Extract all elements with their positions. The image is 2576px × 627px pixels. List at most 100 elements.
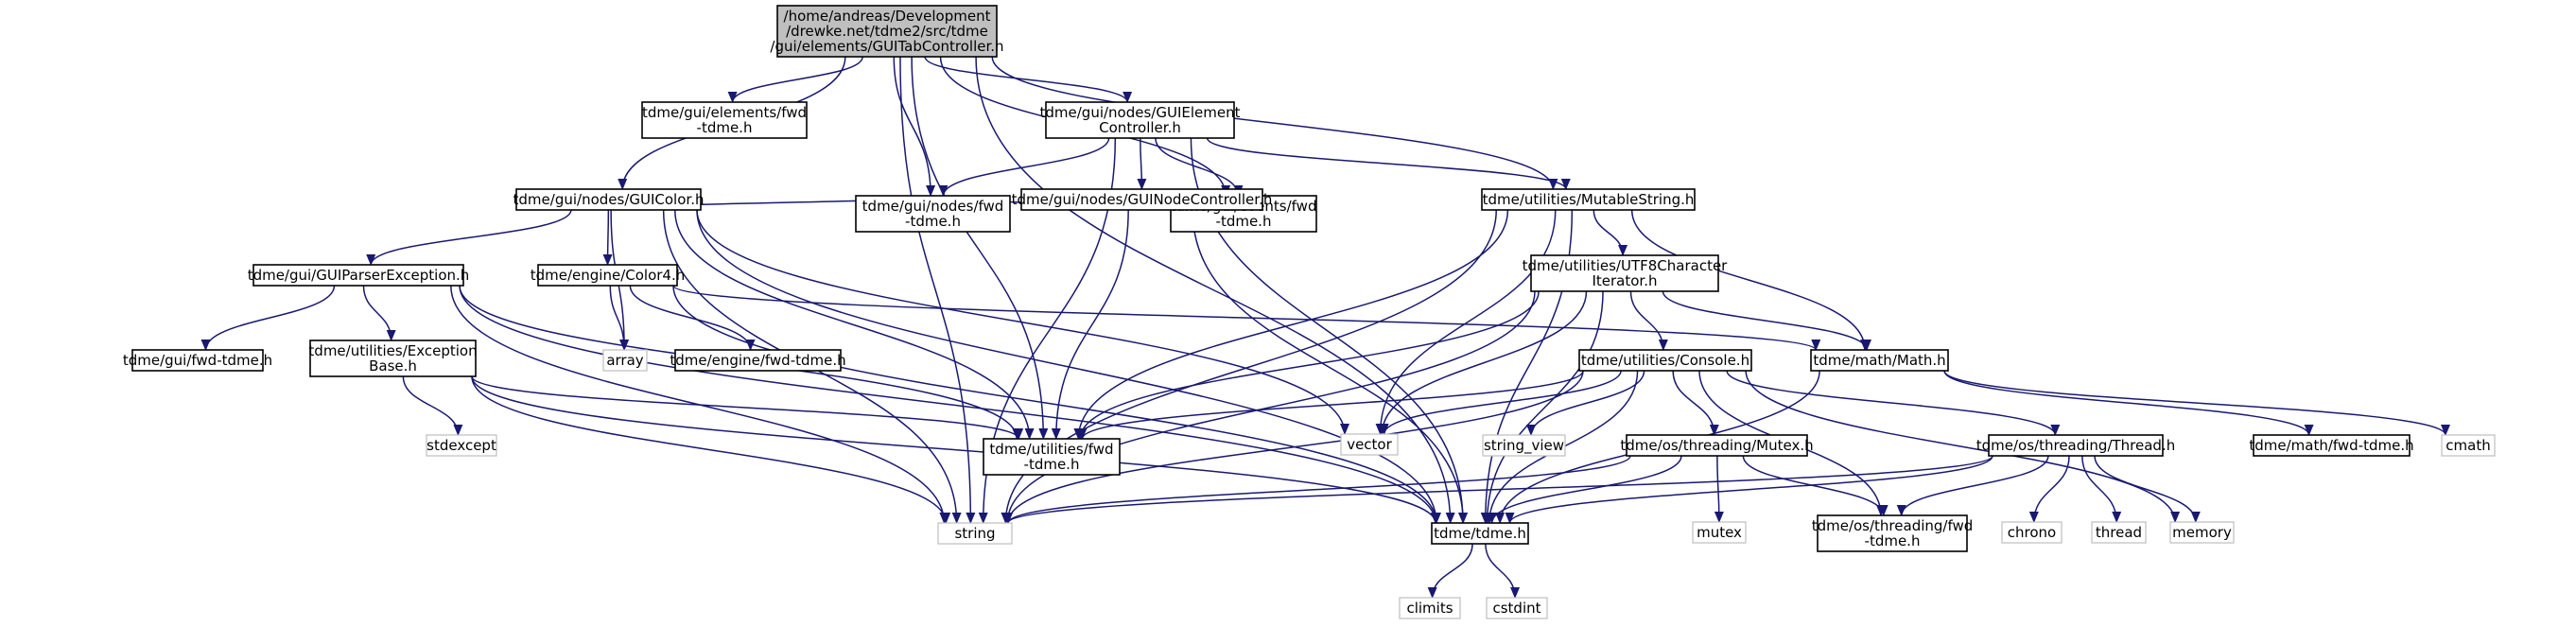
node-gui_nodes_fwd[interactable]: tdme/gui/nodes/fwd-tdme.h xyxy=(855,195,1011,233)
node-label: tdme/os/threading/Mutex.h xyxy=(1620,437,1813,454)
node-label: tdme/gui/elements/fwd xyxy=(642,104,807,121)
node-label: string xyxy=(954,525,995,542)
node-mutex_h[interactable]: tdme/os/threading/Mutex.h xyxy=(1620,434,1814,457)
node-box xyxy=(983,438,1121,476)
edge-color4-to-engine_fwd xyxy=(629,285,756,351)
edge-gui_element_ctrl-to-gui_node_ctrl xyxy=(1137,137,1147,190)
edge-exception_base-to-utilities_fwd xyxy=(471,375,1023,440)
node-box xyxy=(674,349,842,372)
node-label: cmath xyxy=(2445,437,2490,454)
edge-mutable_string-to-utilities_fwd xyxy=(1073,209,1509,440)
node-tdme_h[interactable]: tdme/tdme.h xyxy=(1431,522,1529,545)
node-gui_node_ctrl[interactable]: tdme/gui/nodes/GUINodeController.h xyxy=(1012,188,1273,211)
node-label: tdme/gui/fwd-tdme.h xyxy=(123,352,272,369)
node-chrono: chrono xyxy=(2001,521,2063,544)
node-label: tdme/engine/fwd-tdme.h xyxy=(670,352,845,369)
node-label: chrono xyxy=(2008,524,2056,541)
edge-gui_node_ctrl-to-utilities_fwd xyxy=(1051,209,1129,440)
node-label: -tdme.h xyxy=(905,213,961,230)
node-thread: thread xyxy=(2091,521,2147,544)
node-threading_fwd[interactable]: tdme/os/threading/fwd-tdme.h xyxy=(1812,514,1974,552)
node-box xyxy=(855,195,1011,233)
node-box xyxy=(1045,101,1235,139)
node-color4[interactable]: tdme/engine/Color4.h xyxy=(531,264,686,287)
edge-utf8-to-vector xyxy=(1377,290,1588,435)
node-box xyxy=(1482,434,1566,457)
edge-color4-to-array xyxy=(609,285,630,351)
node-root[interactable]: /home/andreas/Development/drewke.net/tdm… xyxy=(770,5,1004,58)
node-label: memory xyxy=(2172,524,2232,541)
edge-mutable_string-to-utf8 xyxy=(1593,209,1628,256)
edge-root-to-tdme_h xyxy=(975,56,1455,524)
edge-gui_color-to-color4 xyxy=(602,209,613,266)
edge-root-to-gui_elements_fwd xyxy=(727,56,863,103)
node-label: vector xyxy=(1347,436,1392,453)
edge-thread_h-to-tdme_h xyxy=(1505,455,1993,524)
node-label: tdme/math/fwd-tdme.h xyxy=(2249,437,2413,454)
edge-exception_base-to-tdme_h xyxy=(471,375,1440,524)
node-box xyxy=(641,101,808,139)
node-gui_elements_fwd[interactable]: tdme/gui/elements/fwd-tdme.h xyxy=(641,101,808,139)
node-label: -tdme.h xyxy=(1024,456,1080,473)
node-label: Base.h xyxy=(369,357,417,374)
node-utilities_fwd[interactable]: tdme/utilities/fwd-tdme.h xyxy=(983,438,1121,476)
node-box xyxy=(1817,514,1968,552)
edges xyxy=(200,56,2450,599)
node-label: /gui/elements/GUITabController.h xyxy=(770,38,1003,55)
edge-gui_color-to-vector xyxy=(696,209,1349,435)
node-string: string xyxy=(937,522,1013,545)
node-console[interactable]: tdme/utilities/Console.h xyxy=(1578,349,1752,372)
edge-tdme_h-to-climits xyxy=(1427,543,1473,599)
edge-thread_h-to-thread xyxy=(2081,455,2122,523)
node-box xyxy=(2001,521,2063,544)
node-gui_parser_exc[interactable]: tdme/gui/GUIParserException.h xyxy=(248,264,470,287)
node-box xyxy=(515,188,702,211)
edge-math_h-to-cmath xyxy=(1943,370,2450,436)
edge-root-to-gui_element_ctrl xyxy=(924,56,1133,103)
node-mutex: mutex xyxy=(1692,521,1747,544)
node-label: -tdme.h xyxy=(1865,532,1921,549)
node-gui_color[interactable]: tdme/gui/nodes/GUIColor.h xyxy=(513,188,705,211)
edge-utf8-to-utilities_fwd xyxy=(1075,290,1540,440)
edge-math_h-to-math_fwd xyxy=(1943,370,2314,436)
edge-mutable_string-to-math_h xyxy=(1630,209,1871,351)
node-box xyxy=(2169,521,2235,544)
node-label: tdme/utilities/Exception xyxy=(308,342,477,359)
node-stdexcept: stdexcept xyxy=(426,434,497,457)
edge-gui_color-to-gui_parser_exc xyxy=(366,209,572,266)
node-box xyxy=(1020,188,1263,211)
node-box xyxy=(537,264,678,287)
node-box xyxy=(1988,434,2164,457)
edge-gui_parser_exc-to-tdme_h xyxy=(459,285,1440,524)
node-box xyxy=(1486,597,1548,619)
node-label: tdme/os/threading/Thread.h xyxy=(1976,437,2175,454)
edge-thread_h-to-chrono xyxy=(2028,455,2070,523)
node-box xyxy=(309,340,477,377)
node-label: thread xyxy=(2096,524,2142,541)
node-math_h[interactable]: tdme/math/Math.h xyxy=(1810,349,1949,372)
node-gui_fwd[interactable]: tdme/gui/fwd-tdme.h xyxy=(123,349,272,372)
node-label: /home/andreas/Development xyxy=(784,8,991,25)
node-math_fwd[interactable]: tdme/math/fwd-tdme.h xyxy=(2249,434,2414,457)
edge-console-to-utilities_fwd xyxy=(1077,370,1584,440)
edge-gui_color-to-utilities_fwd xyxy=(674,209,1035,440)
edge-thread_h-to-string xyxy=(1003,455,1993,524)
node-thread_h[interactable]: tdme/os/threading/Thread.h xyxy=(1976,434,2175,457)
edge-tdme_h-to-cstdint xyxy=(1485,543,1521,599)
edge-console-to-vector xyxy=(1379,370,1622,435)
edge-color4-to-math_h xyxy=(672,285,1820,351)
node-engine_fwd[interactable]: tdme/engine/fwd-tdme.h xyxy=(670,349,846,372)
edge-root-to-utilities_fwd xyxy=(911,56,1049,440)
edge-thread_h-to-threading_fwd xyxy=(1896,455,2049,516)
edge-gui_node_ctrl-to-tdme_h xyxy=(1192,209,1469,524)
edge-exception_base-to-string xyxy=(471,375,951,524)
node-label: tdme/utilities/Console.h xyxy=(1581,352,1749,369)
node-box xyxy=(1481,188,1696,211)
node-label: string_view xyxy=(1484,437,1564,455)
node-mutable_string[interactable]: tdme/utilities/MutableString.h xyxy=(1481,188,1696,211)
edge-mutex_h-to-tdme_h xyxy=(1487,455,1682,524)
node-label: mutex xyxy=(1697,524,1742,541)
